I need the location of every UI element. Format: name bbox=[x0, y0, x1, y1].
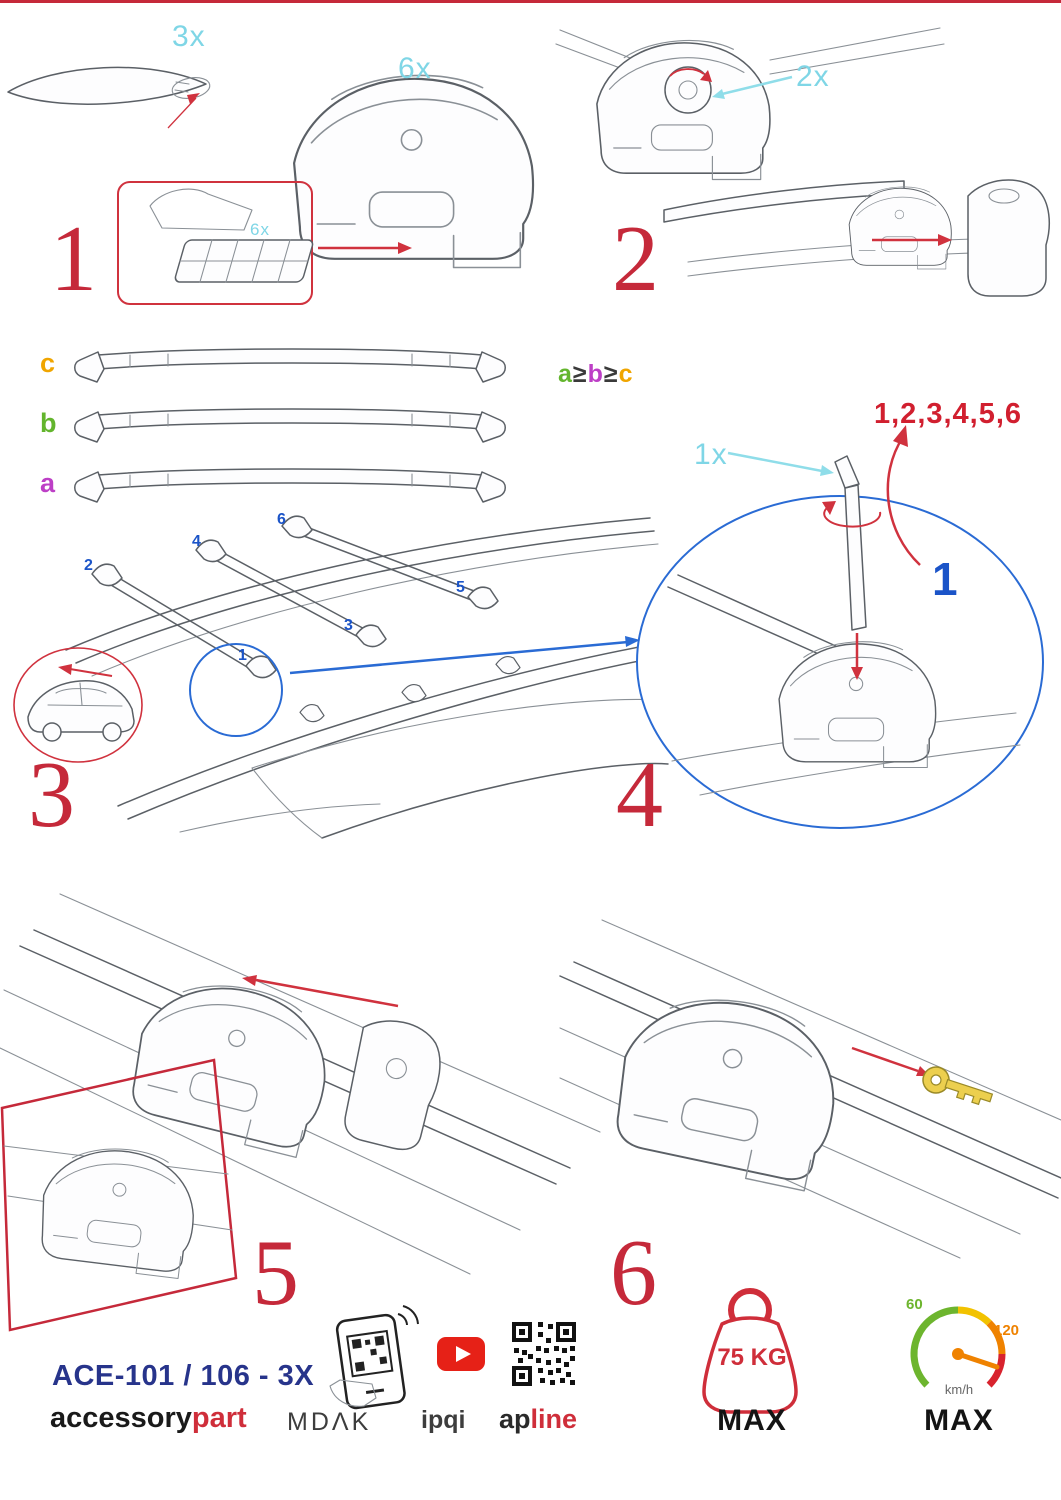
step5-art bbox=[0, 893, 601, 1332]
roof-position-5: 5 bbox=[456, 579, 465, 596]
pad-quantity-label: 6x bbox=[250, 220, 270, 239]
max-load-label: MAX bbox=[717, 1404, 787, 1437]
step-3-number: 3 bbox=[28, 743, 75, 847]
formula-a: a bbox=[558, 360, 573, 388]
size-label-c: c bbox=[40, 348, 56, 378]
steps-1-2-illustration bbox=[7, 27, 1051, 305]
roof-position-4: 4 bbox=[192, 533, 201, 550]
gauge-low-value: 60 bbox=[906, 1296, 923, 1313]
formula-gte-2: ≥ bbox=[603, 360, 619, 388]
step-4-number: 4 bbox=[616, 743, 663, 847]
roof-position-1: 1 bbox=[238, 647, 247, 664]
phone-scan-qr-icon bbox=[329, 1305, 419, 1410]
apline-logo-red: line bbox=[530, 1404, 578, 1434]
gauge-high-value: 120 bbox=[994, 1322, 1020, 1339]
step6-art bbox=[559, 919, 1061, 1259]
accessorypart-logo: accessorypart bbox=[50, 1402, 247, 1435]
max-load-weight-icon bbox=[702, 1288, 798, 1414]
steps-5-6-illustration bbox=[0, 893, 1061, 1414]
steps-3-4-illustration bbox=[13, 348, 1044, 839]
formula-c: c bbox=[618, 360, 634, 388]
formula-gte-1: ≥ bbox=[572, 360, 588, 388]
zoom-pointer-arrow bbox=[289, 640, 629, 675]
step-5-number: 5 bbox=[252, 1221, 299, 1325]
gauge-unit-label: km/h bbox=[944, 1382, 974, 1397]
tightening-order-sequence: 1,2,3,4,5,6 bbox=[874, 398, 1023, 430]
lock-key-icon bbox=[922, 1066, 994, 1106]
accessorypart-logo-red: part bbox=[191, 1402, 247, 1434]
max-speed-gauge-icon bbox=[910, 1306, 1006, 1388]
youtube-icon bbox=[437, 1337, 485, 1371]
tool-callout-arrow bbox=[727, 451, 823, 473]
step4-detail-art bbox=[636, 455, 1044, 829]
max-speed-label: MAX bbox=[924, 1404, 994, 1437]
mdak-logo: MDΛK bbox=[287, 1408, 372, 1436]
foot-quantity-label: 6x bbox=[398, 52, 432, 85]
bar-quantity-label: 3x bbox=[172, 20, 206, 53]
apline-logo-black: ap bbox=[499, 1404, 531, 1434]
accessorypart-logo-black: accessory bbox=[50, 1402, 192, 1434]
step-6-number: 6 bbox=[610, 1221, 657, 1325]
tool-quantity-label: 1x bbox=[694, 438, 728, 471]
apline-logo: apline bbox=[499, 1404, 577, 1435]
step-2-number: 2 bbox=[612, 207, 659, 311]
section-divider bbox=[0, 0, 1061, 3]
roof-position-6: 6 bbox=[277, 511, 286, 528]
qr-code-icon bbox=[512, 1322, 576, 1386]
part-number: ACE-101 / 106 - 3X bbox=[52, 1360, 315, 1392]
formula-b: b bbox=[587, 360, 604, 388]
step1-art bbox=[7, 66, 535, 305]
order-curved-arrow bbox=[886, 436, 921, 566]
size-comparison-bars bbox=[74, 348, 506, 503]
max-load-value: 75 KG bbox=[717, 1344, 787, 1371]
roof-overview-art bbox=[65, 515, 671, 839]
roof-position-3: 3 bbox=[344, 617, 353, 634]
size-label-b: b bbox=[40, 408, 57, 438]
knob-quantity-label: 2x bbox=[796, 60, 830, 93]
step-1-number: 1 bbox=[50, 207, 97, 311]
ipqi-logo: ipqi bbox=[421, 1406, 466, 1434]
size-order-formula: a≥b≥c bbox=[558, 360, 634, 389]
step5-inset-frame bbox=[0, 1058, 238, 1332]
car-inset-art bbox=[13, 647, 143, 763]
step2-art bbox=[555, 27, 1051, 297]
roof-position-2: 2 bbox=[84, 557, 93, 574]
size-label-a: a bbox=[40, 468, 56, 498]
first-position-number: 1 bbox=[932, 553, 958, 605]
